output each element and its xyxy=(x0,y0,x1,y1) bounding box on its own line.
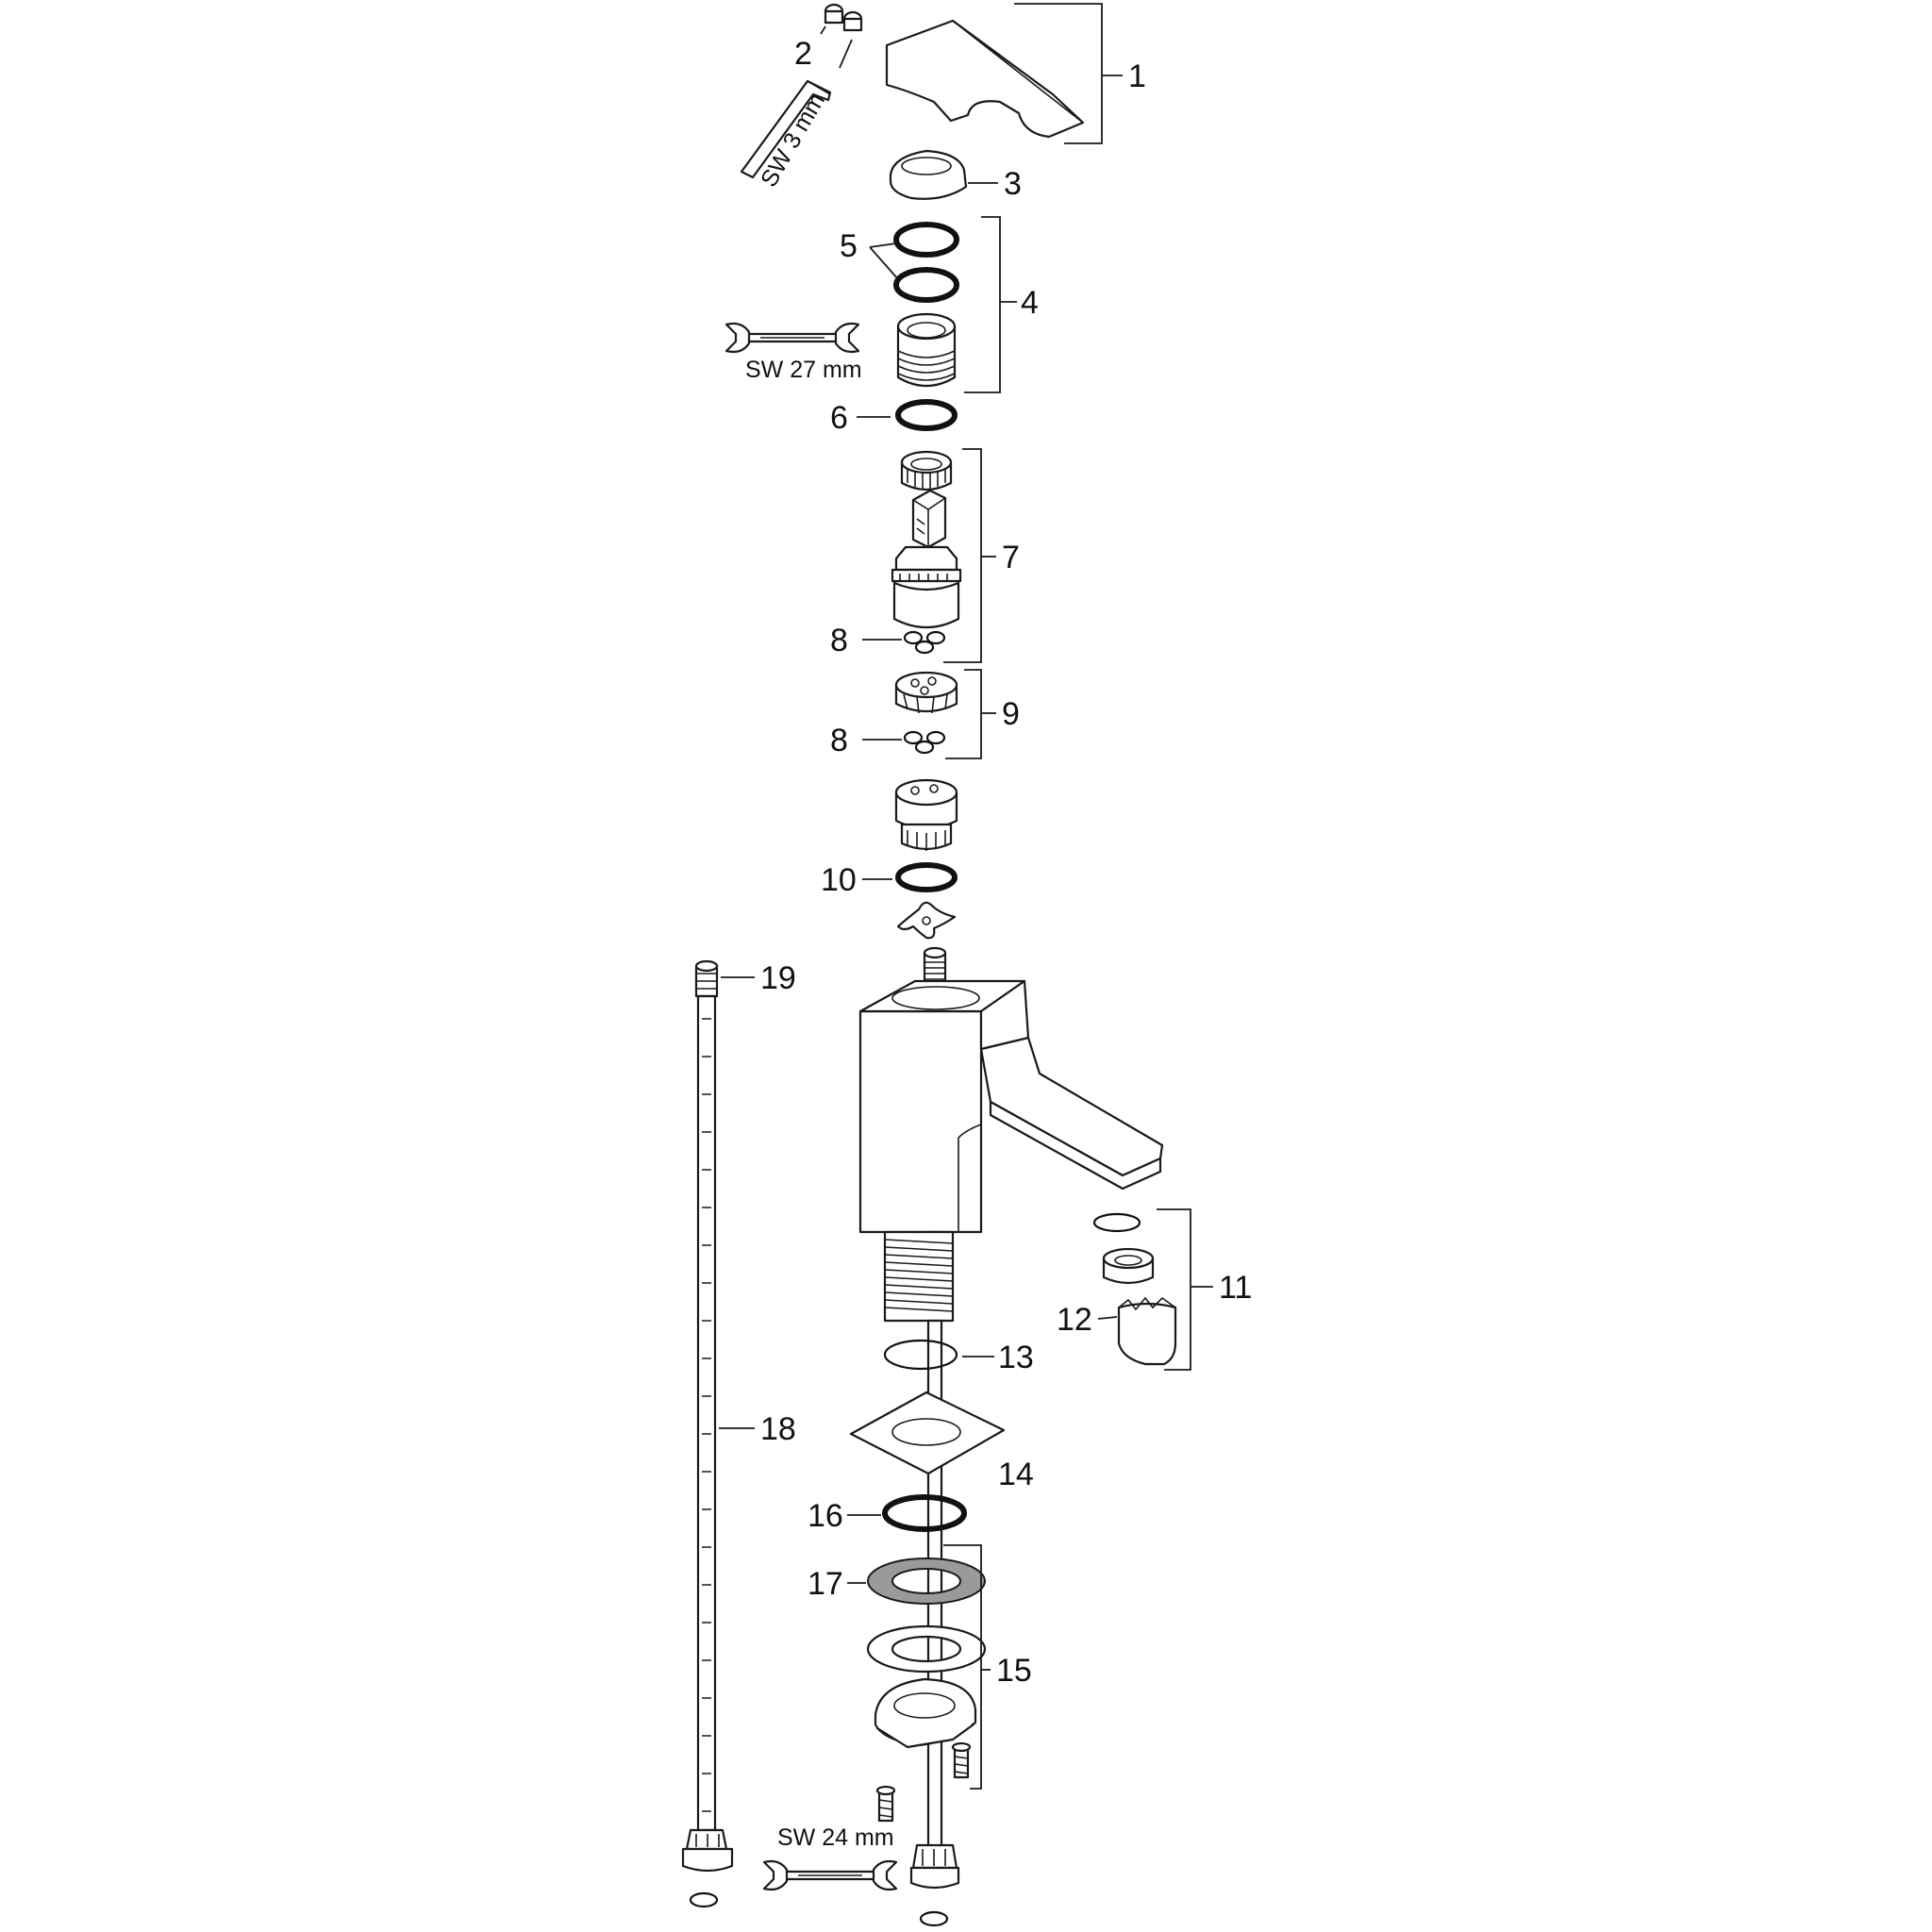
svg-text:1: 1 xyxy=(1128,58,1146,94)
callout-3: 3 xyxy=(968,166,1022,202)
callout-19: 19 xyxy=(721,960,796,996)
svg-text:11: 11 xyxy=(1219,1270,1252,1306)
open-end-wrench-icon xyxy=(724,322,860,354)
fixing-bracket xyxy=(874,1677,977,1749)
callout-17: 17 xyxy=(808,1566,866,1602)
svg-text:8: 8 xyxy=(830,623,848,658)
aerator-key xyxy=(1117,1296,1177,1366)
callout-8-upper: 8 xyxy=(830,623,902,658)
spacer-17 xyxy=(866,1557,987,1605)
callout-14: 14 xyxy=(998,1457,1034,1492)
o-ring-upper xyxy=(893,222,959,258)
sealing-washer-left xyxy=(689,1891,719,1908)
callout-16: 16 xyxy=(808,1498,881,1534)
star-spring xyxy=(896,901,957,940)
triple-seal-lower xyxy=(903,730,946,755)
supply-hose xyxy=(696,994,717,1832)
o-ring-lower xyxy=(893,267,959,303)
tap-body xyxy=(858,979,1164,1234)
wrench-27-label: SW 27 mm xyxy=(745,357,862,383)
svg-text:14: 14 xyxy=(998,1457,1034,1492)
svg-text:8: 8 xyxy=(830,723,848,758)
svg-text:6: 6 xyxy=(830,400,848,436)
triple-seal-upper xyxy=(903,630,946,655)
callout-18: 18 xyxy=(719,1411,796,1447)
washer-15 xyxy=(866,1624,987,1674)
o-ring-6 xyxy=(895,399,958,431)
allen-key-icon xyxy=(740,79,832,179)
callout-13: 13 xyxy=(962,1340,1034,1375)
cartridge-base xyxy=(894,778,958,851)
seal-ring-13 xyxy=(883,1339,958,1371)
wrench-24-label: SW 24 mm xyxy=(777,1824,894,1851)
svg-text:3: 3 xyxy=(1004,166,1022,202)
svg-text:4: 4 xyxy=(1021,285,1039,321)
ceramic-disc xyxy=(894,671,958,714)
svg-text:16: 16 xyxy=(808,1498,843,1534)
cover-cap xyxy=(889,149,968,200)
callout-7: 7 xyxy=(943,448,1020,663)
callout-12: 12 xyxy=(1057,1302,1118,1338)
hose-connector-left xyxy=(681,1828,734,1873)
spline-adapter xyxy=(900,450,953,491)
svg-text:10: 10 xyxy=(821,862,857,898)
svg-text:5: 5 xyxy=(840,228,858,264)
svg-text:13: 13 xyxy=(998,1340,1034,1375)
callout-10: 10 xyxy=(821,862,892,898)
hose-nipple xyxy=(694,959,719,998)
callout-1: 1 xyxy=(1014,3,1146,144)
aerator-insert xyxy=(1102,1247,1155,1285)
o-ring-10 xyxy=(895,862,958,892)
gasket-16 xyxy=(882,1494,967,1532)
aerator-washer xyxy=(1092,1212,1141,1233)
svg-text:2: 2 xyxy=(794,36,812,72)
callout-5: 5 xyxy=(840,228,899,280)
callout-15: 15 xyxy=(943,1544,1032,1790)
callout-9: 9 xyxy=(945,669,1020,759)
svg-text:17: 17 xyxy=(808,1566,843,1602)
callout-2: 2 xyxy=(794,25,853,72)
callout-11: 11 xyxy=(1157,1208,1252,1371)
open-end-wrench-icon xyxy=(762,1859,898,1891)
fixing-screw-right xyxy=(951,1741,972,1779)
svg-text:9: 9 xyxy=(1002,696,1020,732)
callout-4: 4 xyxy=(964,216,1039,393)
threaded-shank xyxy=(883,1230,955,1323)
svg-text:15: 15 xyxy=(996,1653,1032,1689)
cartridge-body xyxy=(891,489,962,628)
grub-screws xyxy=(824,3,863,32)
svg-text:19: 19 xyxy=(760,960,796,996)
svg-text:7: 7 xyxy=(1002,540,1020,575)
svg-text:18: 18 xyxy=(760,1411,796,1447)
bonnet-nut xyxy=(896,312,957,387)
sealing-washer-right xyxy=(919,1910,949,1927)
callout-8-lower: 8 xyxy=(830,723,902,758)
fixing-screw-left xyxy=(875,1785,896,1823)
square-plate xyxy=(849,1391,1006,1475)
hose-connector-right xyxy=(909,1843,960,1890)
handle-lever xyxy=(885,19,1085,139)
callout-6: 6 xyxy=(830,400,891,436)
svg-text:12: 12 xyxy=(1057,1302,1092,1338)
